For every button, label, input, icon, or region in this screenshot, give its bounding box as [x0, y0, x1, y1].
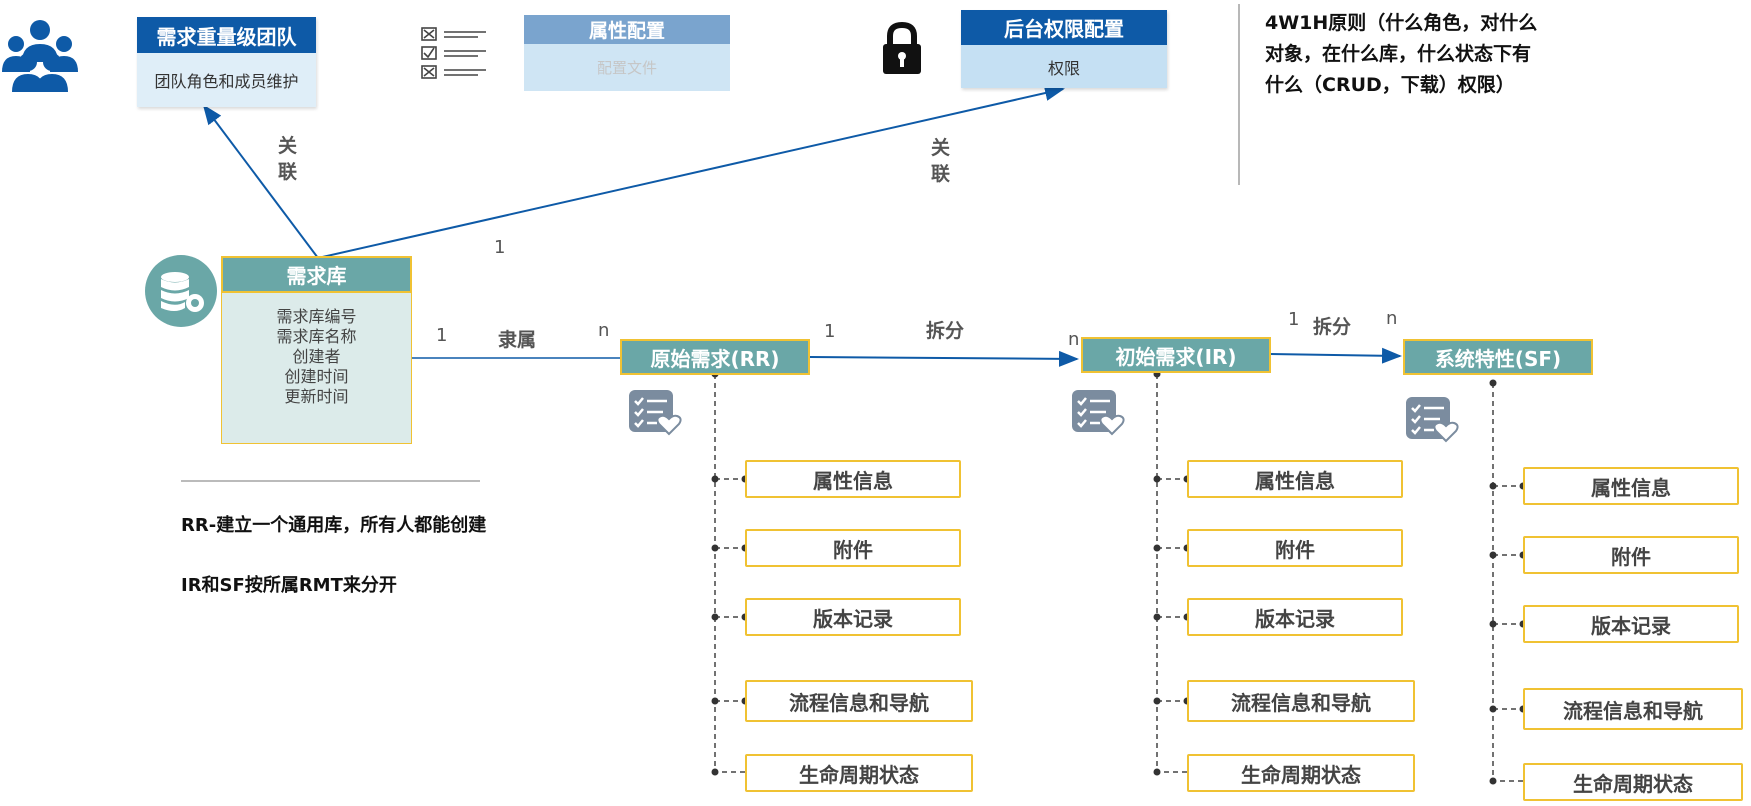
sf-box: 系统特性(SF) — [1403, 339, 1593, 375]
multiplicity-rr-n: n — [598, 320, 610, 341]
split-label-2: 拆分 — [1313, 316, 1352, 338]
ir-child-attributes: 属性信息 — [1187, 460, 1403, 498]
multiplicity-lib-perm: 1 — [494, 237, 506, 258]
ir-child-lifecycle: 生命周期状态 — [1187, 754, 1415, 792]
attr-config-box: 属性配置 配置文件 — [524, 15, 730, 91]
multiplicity-sf-n: n — [1386, 308, 1398, 329]
database-gear-icon — [145, 255, 217, 327]
assoc-label-left: 关 联 — [278, 135, 298, 183]
ir-box: 初始需求(IR) — [1081, 337, 1271, 373]
assoc-label-right: 关 联 — [931, 137, 951, 185]
rr-child-versions: 版本记录 — [745, 598, 961, 636]
task-heart-icon — [629, 390, 682, 436]
note-ir-sf: IR和SF按所属RMT来分开 — [181, 575, 397, 596]
sf-child-lifecycle: 生命周期状态 — [1523, 763, 1743, 801]
perm-box-body: 权限 — [961, 45, 1167, 88]
ir-tree-stem — [1156, 374, 1187, 773]
team-box-title: 需求重量级团队 — [137, 17, 316, 53]
multiplicity-ir-1: 1 — [1288, 309, 1300, 330]
lib-field: 创建者 — [292, 347, 341, 366]
sf-child-workflow: 流程信息和导航 — [1523, 688, 1743, 730]
lock-icon — [883, 22, 921, 74]
ir-child-attachments: 附件 — [1187, 529, 1403, 567]
checklist-icon — [421, 27, 486, 79]
assoc-line-team — [202, 104, 319, 259]
team-box: 需求重量级团队 团队角色和成员维护 — [137, 17, 316, 107]
multiplicity-ir-n: n — [1068, 329, 1080, 350]
assoc-line-perm — [317, 85, 1065, 259]
lib-field: 需求库名称 — [276, 327, 357, 346]
lib-field: 创建时间 — [284, 367, 349, 386]
perm-box: 后台权限配置 权限 — [961, 10, 1167, 88]
task-heart-icon — [1406, 397, 1459, 443]
split-line-ir-sf — [1269, 347, 1402, 364]
req-library-title: 需求库 — [221, 256, 412, 293]
team-box-body: 团队角色和成员维护 — [137, 53, 316, 107]
perm-box-title: 后台权限配置 — [961, 10, 1167, 45]
belongs-label: 隶属 — [498, 329, 537, 351]
principle-line-1: 4W1H原则（什么角色，对什么 — [1265, 12, 1538, 34]
multiplicity-lib: 1 — [436, 325, 448, 346]
rr-tree-stem — [714, 374, 745, 773]
ir-child-versions: 版本记录 — [1187, 598, 1403, 636]
lib-field: 更新时间 — [284, 387, 349, 406]
task-heart-icon — [1072, 390, 1125, 436]
multiplicity-rr-1: 1 — [824, 321, 836, 342]
attr-config-title: 属性配置 — [524, 15, 730, 44]
split-label-1: 拆分 — [926, 320, 965, 342]
team-icon — [2, 20, 78, 92]
attr-config-body: 配置文件 — [524, 44, 730, 91]
rr-child-lifecycle: 生命周期状态 — [745, 754, 973, 792]
split-line-rr-ir — [809, 350, 1079, 367]
principle-line-2: 对象，在什么库，什么状态下有 — [1265, 43, 1532, 65]
principle-line-3: 什么（CRUD，下载）权限） — [1265, 74, 1515, 96]
rr-child-attachments: 附件 — [745, 529, 961, 567]
req-library-fields: 需求库编号 需求库名称 创建者 创建时间 更新时间 — [221, 293, 412, 444]
note-rr: RR-建立一个通用库，所有人都能创建 — [181, 515, 487, 536]
sf-child-attachments: 附件 — [1523, 536, 1739, 574]
lib-field: 需求库编号 — [276, 307, 357, 326]
sf-child-versions: 版本记录 — [1523, 605, 1739, 643]
ir-child-workflow: 流程信息和导航 — [1187, 680, 1415, 722]
principle-text: 4W1H原则（什么角色，对什么 对象，在什么库，什么状态下有 什么（CRUD，下… — [1265, 8, 1537, 101]
rr-box: 原始需求(RR) — [620, 339, 810, 375]
rr-child-attributes: 属性信息 — [745, 460, 961, 498]
sf-child-attributes: 属性信息 — [1523, 467, 1739, 505]
rr-child-workflow: 流程信息和导航 — [745, 680, 973, 722]
req-library-box: 需求库 需求库编号 需求库名称 创建者 创建时间 更新时间 — [221, 256, 412, 444]
sf-tree-stem — [1492, 383, 1523, 782]
